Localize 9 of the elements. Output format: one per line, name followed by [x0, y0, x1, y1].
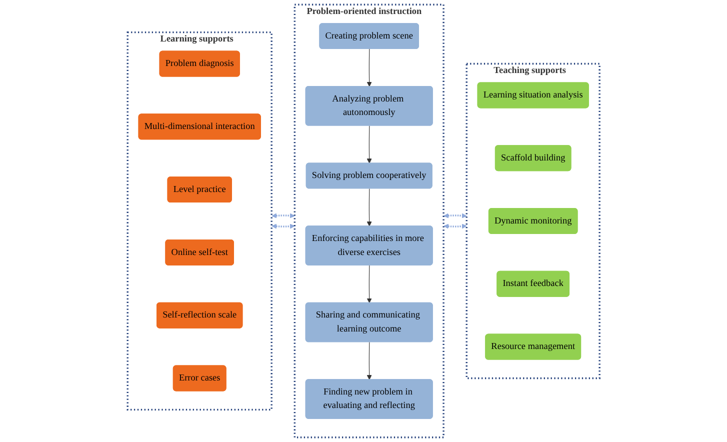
arrow [272, 224, 295, 229]
arrow [366, 265, 372, 304]
arrow [366, 342, 372, 380]
arrow [443, 224, 467, 229]
arrow [366, 48, 372, 87]
arrow [366, 188, 372, 226]
arrow [443, 213, 467, 218]
arrow [272, 213, 295, 218]
arrow [366, 126, 372, 164]
